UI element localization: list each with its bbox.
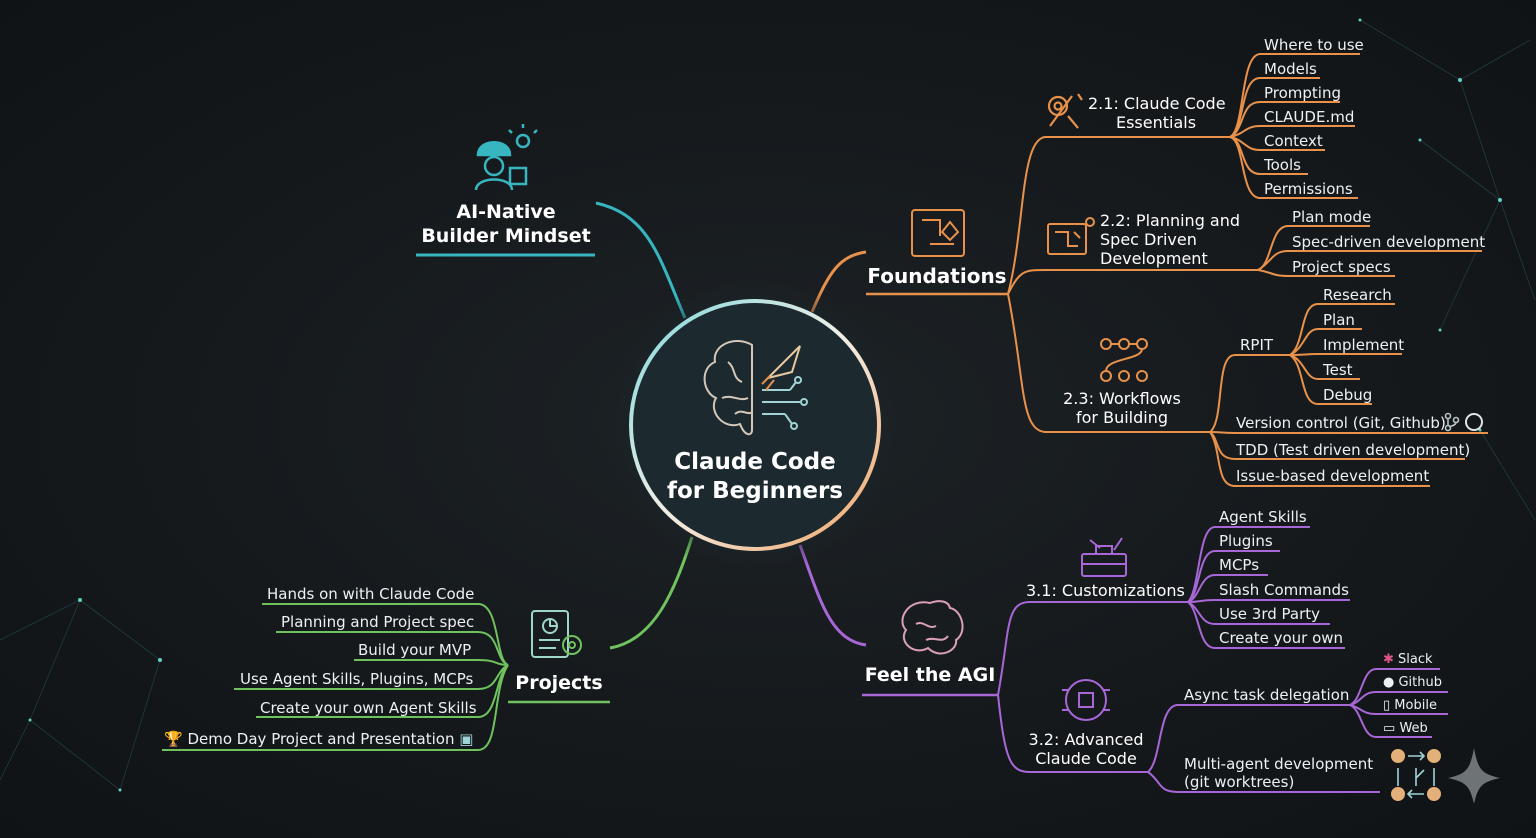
essentials-line1: 2.1: Claude Code [1088, 94, 1226, 113]
advanced-line2: Claude Code [1035, 749, 1137, 768]
leaf-project-specs: Project specs [1292, 258, 1391, 276]
leaf-debug: Debug [1323, 386, 1373, 404]
leaf-test: Test [1323, 361, 1353, 379]
leaf-plugins: Plugins [1219, 532, 1273, 550]
chip-brain-icon [1062, 679, 1110, 721]
center-node [629, 299, 881, 551]
foundations-title: Foundations [867, 264, 1007, 288]
builder-icon [474, 124, 538, 191]
slack-icon: ✱ [1383, 652, 1394, 667]
mindset-line1: AI-Native [456, 201, 556, 223]
leaf-mcps: MCPs [1219, 556, 1260, 574]
projects-connectors [162, 603, 509, 751]
rpit-label: RPIT [1240, 336, 1274, 354]
leaf-issue-based: Issue-based development [1236, 467, 1430, 485]
mindset-line2: Builder Mindset [421, 225, 591, 247]
essentials-title: 2.1: Claude Code Essentials [1088, 94, 1226, 132]
project-hands-on: Hands on with Claude Code [267, 585, 475, 603]
leaf-plan: Plan [1323, 311, 1355, 329]
multi-agent-icon [1391, 749, 1441, 801]
mobile-icon: ▯ [1383, 698, 1391, 713]
advanced-line1: 3.2: Advanced [1028, 730, 1144, 749]
agi-title: Feel the AGI [864, 664, 996, 686]
brain-rocket-icon [703, 340, 808, 436]
brain-icon [901, 600, 964, 655]
leaf-multi-agent: Multi-agent development (git worktrees) [1184, 755, 1373, 791]
report-gear-icon [531, 610, 582, 658]
workflows-title: 2.3: Workflows for Building [1060, 389, 1184, 427]
leaf-context: Context [1264, 132, 1323, 150]
project-build-mvp: Build your MVP [358, 641, 472, 659]
blueprint-icon [911, 209, 965, 257]
github-icon [1465, 413, 1483, 431]
leaf-mobile: ▯ Mobile [1383, 698, 1437, 713]
planning-line2: Spec Driven [1100, 230, 1197, 249]
planning-line1: 2.2: Planning and [1100, 211, 1241, 230]
leaf-claude-md: CLAUDE.md [1264, 108, 1355, 126]
github-small-icon: ● [1383, 675, 1395, 690]
leaf-create-your-own: Create your own [1219, 629, 1344, 647]
planning-line3: Development [1100, 249, 1208, 268]
background-stars [28, 18, 1502, 792]
planning-blueprint-icon [1047, 217, 1095, 255]
git-branch-icon [1444, 412, 1460, 432]
project-agent-skills: Use Agent Skills, Plugins, MCPs [240, 670, 474, 688]
leaf-tdd: TDD (Test driven development) [1236, 441, 1471, 459]
project-demo-day: 🏆 Demo Day Project and Presentation ▣ [164, 730, 474, 748]
workflow-icon [1100, 338, 1148, 382]
toolbox-icon [1081, 537, 1127, 577]
presentation-icon: ▣ [459, 730, 474, 748]
leaf-where-to-use: Where to use [1264, 36, 1364, 54]
project-create-skills: Create your own Agent Skills [260, 699, 477, 717]
leaf-github: ● Github [1383, 675, 1442, 690]
background-network [0, 19, 1536, 791]
wrench-gear-icon [1047, 93, 1083, 129]
leaf-slash-commands: Slash Commands [1219, 581, 1349, 599]
leaf-models: Models [1264, 60, 1317, 78]
leaf-tools: Tools [1264, 156, 1301, 174]
leaf-prompting: Prompting [1264, 84, 1342, 102]
agi-connectors [997, 526, 1448, 793]
leaf-implement: Implement [1323, 336, 1405, 354]
center-title-line1: Claude Code [674, 449, 836, 475]
center-title: Claude Code for Beginners [640, 448, 870, 506]
workflows-line2: for Building [1076, 408, 1168, 427]
multi-agent-line1: Multi-agent development [1184, 755, 1374, 773]
foundations-connectors [1007, 53, 1488, 487]
essentials-line2: Essentials [1115, 113, 1197, 132]
trophy-icon: 🏆 [164, 730, 183, 748]
leaf-research: Research [1323, 286, 1392, 304]
leaf-plan-mode: Plan mode [1292, 208, 1372, 226]
planning-title: 2.2: Planning and Spec Driven Developmen… [1100, 211, 1240, 268]
leaf-slack: ✱ Slack [1383, 652, 1433, 667]
multi-agent-line2: (git worktrees) [1184, 773, 1295, 791]
center-title-line2: for Beginners [666, 478, 843, 504]
leaf-agent-skills: Agent Skills [1219, 508, 1307, 526]
projects-title: Projects [515, 672, 603, 694]
advanced-title: 3.2: Advanced Claude Code [1026, 730, 1146, 768]
project-planning: Planning and Project spec [281, 613, 475, 631]
sparkle-icon [1448, 748, 1500, 804]
leaf-permissions: Permissions [1264, 180, 1353, 198]
leaf-version-control: Version control (Git, Github) [1236, 414, 1446, 432]
leaf-spec-driven: Spec-driven development [1292, 233, 1486, 251]
customizations-title: 3.1: Customizations [1026, 581, 1185, 600]
leaf-web: ▭ Web [1383, 721, 1428, 736]
leaf-use-3rd-party: Use 3rd Party [1219, 605, 1321, 623]
leaf-async-delegation: Async task delegation [1184, 686, 1350, 704]
workflows-line1: 2.3: Workflows [1063, 389, 1181, 408]
mindset-node: AI-Native Builder Mindset [416, 200, 596, 248]
web-icon: ▭ [1383, 721, 1396, 736]
